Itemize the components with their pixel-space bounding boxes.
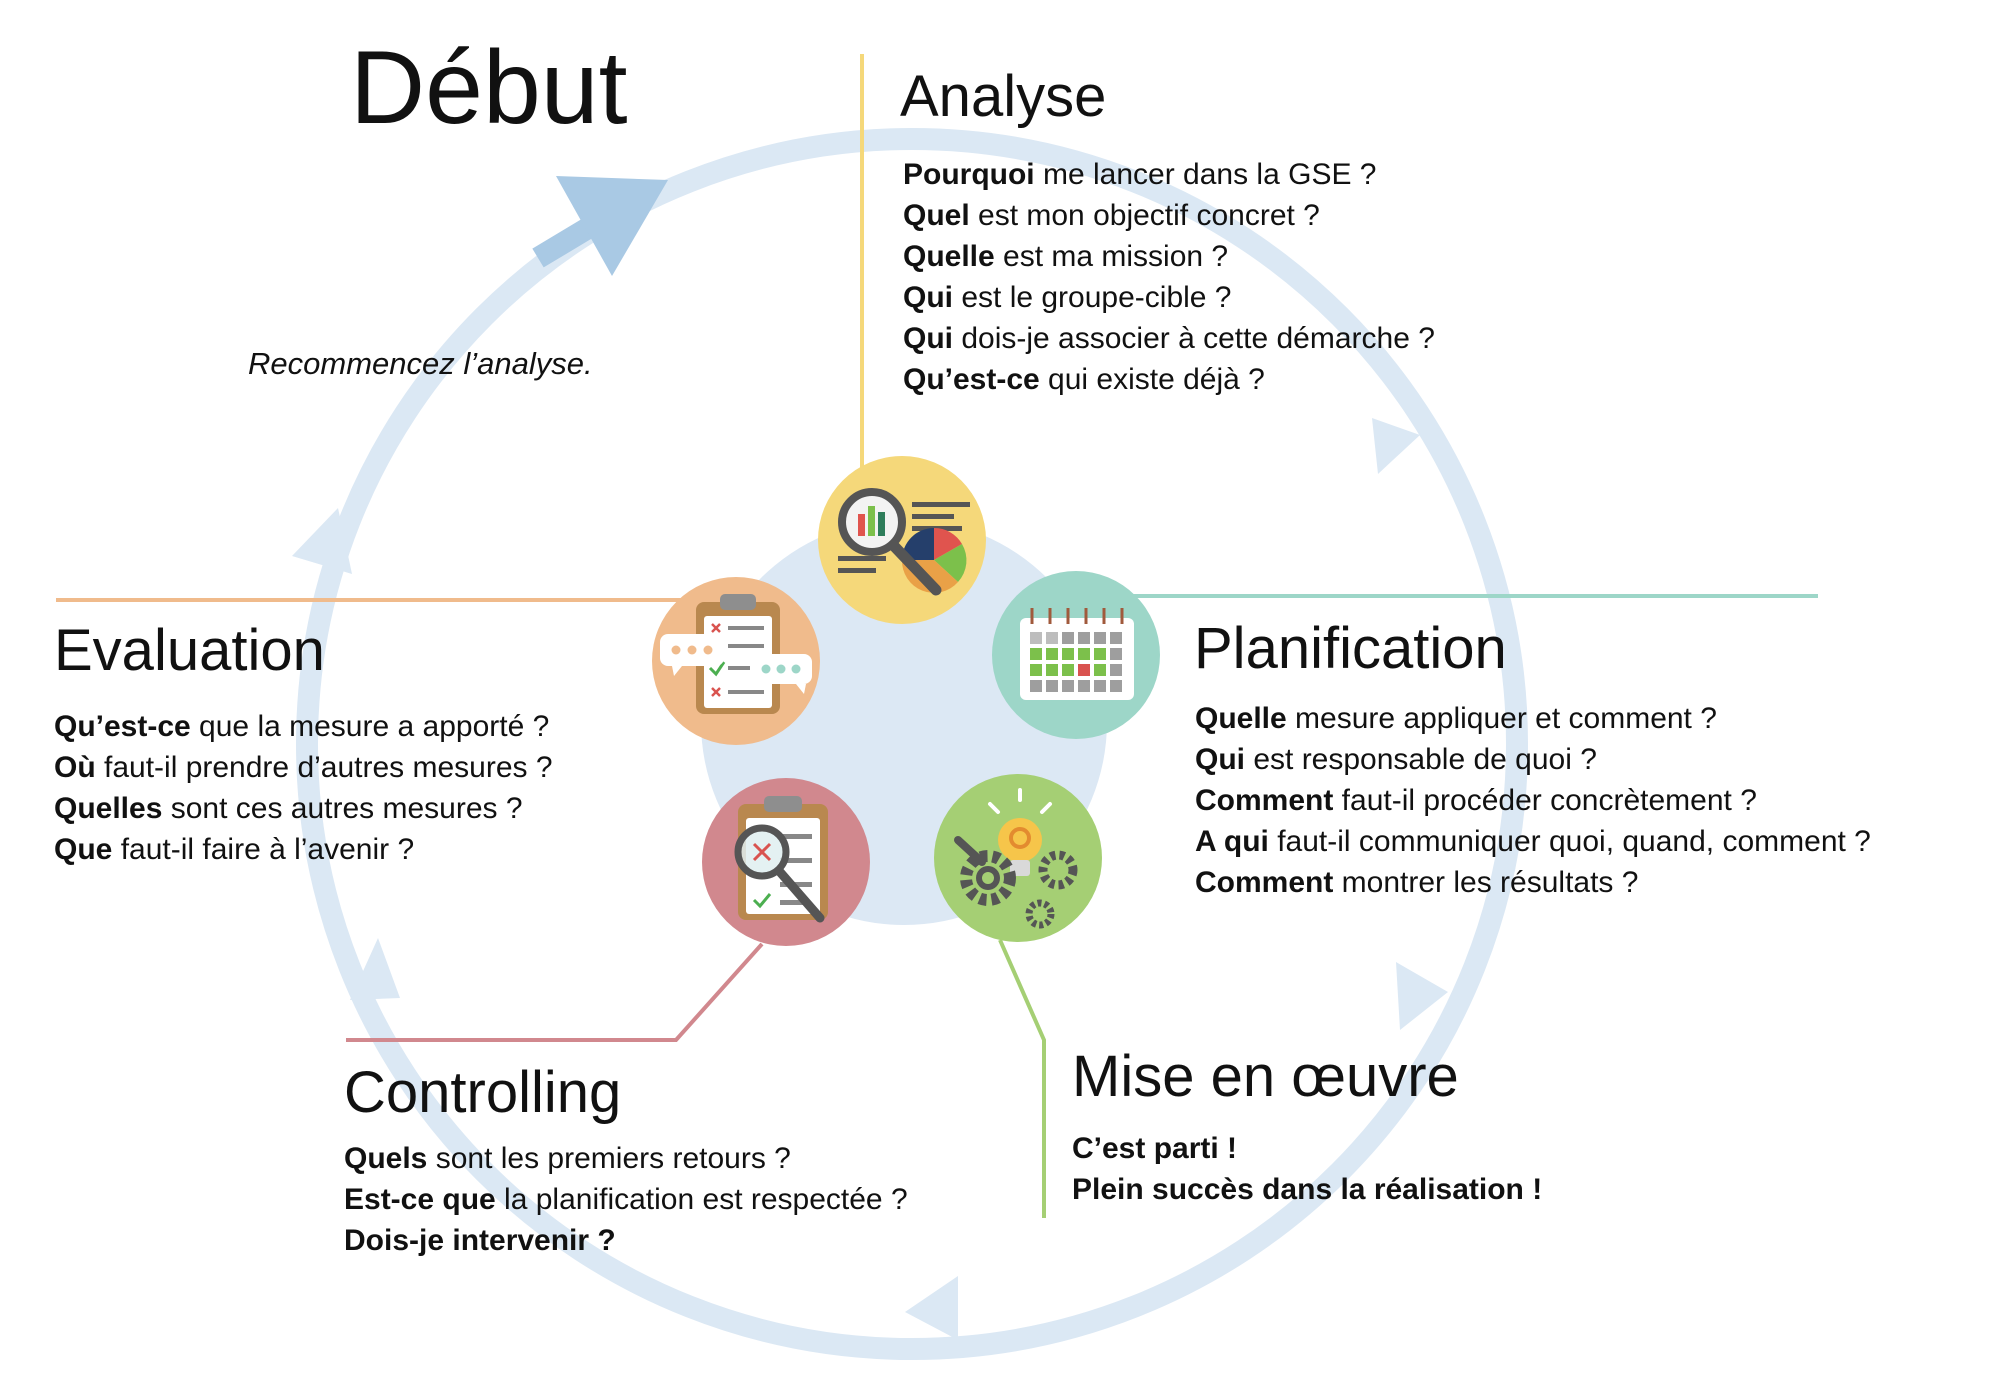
question-text: faut-il faire à l’avenir ? [112, 833, 415, 866]
question-text: sont les premiers retours ? [427, 1142, 791, 1175]
controlling-connector [346, 942, 764, 1042]
mise-en-oeuvre-node [934, 774, 1102, 942]
question-text: montrer les résultats ? [1333, 866, 1639, 899]
question-item: Dois-je intervenir ? [344, 1220, 908, 1261]
clipboard-chat-icon [660, 594, 812, 714]
question-keyword: Quelles [54, 792, 163, 825]
question-text: faut-il prendre d’autres mesures ? [95, 751, 553, 784]
motivation-line: C’est parti ! [1072, 1132, 1238, 1165]
question-text: la planification est respectée ? [495, 1183, 908, 1216]
cycle-ring [296, 128, 1528, 1360]
question-keyword: Qui [903, 322, 953, 355]
question-item: Qu’est-ce que la mesure a apporté ? [54, 706, 553, 747]
question-item: Qui dois-je associer à cette démarche ? [903, 318, 1435, 359]
question-text: qui existe déjà ? [1039, 363, 1265, 396]
question-text: dois-je associer à cette démarche ? [953, 322, 1435, 355]
controlling-node [702, 778, 870, 946]
question-item: Quelle est ma mission ? [903, 236, 1435, 277]
question-keyword: Que [54, 833, 113, 866]
question-keyword: Comment [1195, 866, 1334, 899]
question-keyword: Comment [1195, 784, 1334, 817]
question-item: Qu’est-ce qui existe déjà ? [903, 359, 1435, 400]
question-text: me lancer dans la GSE ? [1034, 158, 1377, 191]
question-item: Quels sont les premiers retours ? [344, 1138, 908, 1179]
start-arrow-head [556, 176, 668, 276]
question-keyword: Qu’est-ce [54, 710, 191, 743]
question-item: Qui est le groupe-cible ? [903, 277, 1435, 318]
motivation-line: Plein succès dans la réalisation ! [1072, 1173, 1543, 1206]
question-item: Quelles sont ces autres mesures ? [54, 788, 553, 829]
restart-note: Recommencez l’analyse. [248, 346, 593, 381]
evaluation-questions: Qu’est-ce que la mesure a apporté ?Où fa… [54, 706, 553, 870]
question-keyword: Quelle [903, 240, 995, 273]
question-text: que la mesure a apporté ? [190, 710, 550, 743]
calendar-icon [1020, 608, 1134, 700]
analyse-title: Analyse [900, 64, 1107, 129]
question-item: Est-ce que la planification est respecté… [344, 1179, 908, 1220]
cycle-arrow-right-top [1372, 418, 1420, 474]
question-keyword: Quel [903, 199, 970, 232]
question-item: A qui faut-il communiquer quoi, quand, c… [1195, 821, 1871, 862]
start-title: Début [350, 30, 628, 146]
cycle-arrow-bottom [905, 1276, 958, 1340]
analyse-node [818, 456, 986, 624]
cycle-arrows [292, 418, 1448, 1340]
question-keyword: Pourquoi [903, 158, 1035, 191]
question-text: faut-il procéder concrètement ? [1333, 784, 1757, 817]
question-item: Comment faut-il procéder concrètement ? [1195, 780, 1871, 821]
gears-lightbulb-icon [954, 788, 1078, 929]
cycle-arrow-right-bottom [1396, 962, 1448, 1030]
question-item: Que faut-il faire à l’avenir ? [54, 829, 553, 870]
question-keyword: Où [54, 751, 96, 784]
planification-node [992, 571, 1160, 739]
mise-en-oeuvre-connector [998, 939, 1046, 1218]
question-text: mesure appliquer et comment ? [1286, 702, 1717, 735]
question-keyword: Qui [903, 281, 953, 314]
question-text: est le groupe-cible ? [953, 281, 1232, 314]
question-keyword: Quels [344, 1142, 428, 1175]
question-text: est ma mission ? [994, 240, 1229, 273]
question-keyword: Dois-je intervenir ? [344, 1224, 616, 1257]
cycle-arrow-left-top [292, 508, 352, 574]
question-item: Comment montrer les résultats ? [1195, 862, 1871, 903]
controlling-questions: Quels sont les premiers retours ?Est-ce … [344, 1138, 908, 1261]
question-item: Quel est mon objectif concret ? [903, 195, 1435, 236]
clipboard-magnifier-icon [734, 796, 828, 923]
question-item: Pourquoi me lancer dans la GSE ? [903, 154, 1435, 195]
mise-en-oeuvre-title: Mise en œuvre [1072, 1044, 1459, 1109]
analyse-questions: Pourquoi me lancer dans la GSE ?Quel est… [903, 154, 1435, 400]
question-keyword: Est-ce que [344, 1183, 496, 1216]
question-keyword: Qui [1195, 743, 1245, 776]
controlling-title: Controlling [344, 1060, 622, 1125]
planification-questions: Quelle mesure appliquer et comment ?Qui … [1195, 698, 1871, 903]
question-keyword: A qui [1195, 825, 1269, 858]
question-text: est mon objectif concret ? [969, 199, 1320, 232]
evaluation-title: Evaluation [54, 618, 325, 683]
question-item: Qui est responsable de quoi ? [1195, 739, 1871, 780]
planification-title: Planification [1194, 616, 1507, 681]
question-text: est responsable de quoi ? [1245, 743, 1597, 776]
cycle-arrow-left-bottom [350, 938, 400, 1000]
question-keyword: Quelle [1195, 702, 1287, 735]
magnifier-chart-icon [838, 488, 970, 596]
mise-en-oeuvre-lines: C’est parti ! Plein succès dans la réalis… [1072, 1128, 1542, 1210]
question-text: faut-il communiquer quoi, quand, comment… [1268, 825, 1871, 858]
question-text: sont ces autres mesures ? [162, 792, 523, 825]
question-keyword: Qu’est-ce [903, 363, 1040, 396]
question-item: Quelle mesure appliquer et comment ? [1195, 698, 1871, 739]
question-item: Où faut-il prendre d’autres mesures ? [54, 747, 553, 788]
evaluation-node [652, 577, 820, 745]
